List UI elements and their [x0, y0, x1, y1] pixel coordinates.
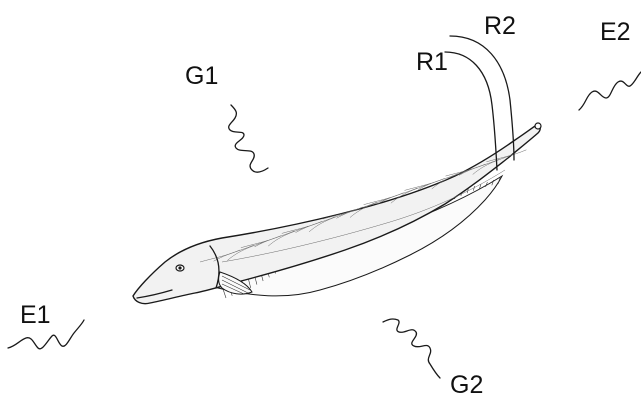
fin-ray: [473, 186, 474, 191]
e2-squiggle: [579, 72, 641, 110]
r1-wire: [445, 52, 497, 170]
fish-pupil: [178, 266, 181, 269]
label-r2: R2: [484, 12, 516, 40]
label-g1: G1: [185, 62, 218, 90]
label-g2: G2: [450, 371, 483, 399]
knifefish-illustration: [133, 123, 541, 304]
tail-tip: [535, 123, 541, 129]
label-e1: E1: [20, 301, 51, 329]
g1-squiggle: [229, 105, 268, 172]
g2-squiggle: [383, 319, 440, 378]
label-r1: R1: [416, 48, 448, 76]
label-e2: E2: [600, 18, 631, 46]
